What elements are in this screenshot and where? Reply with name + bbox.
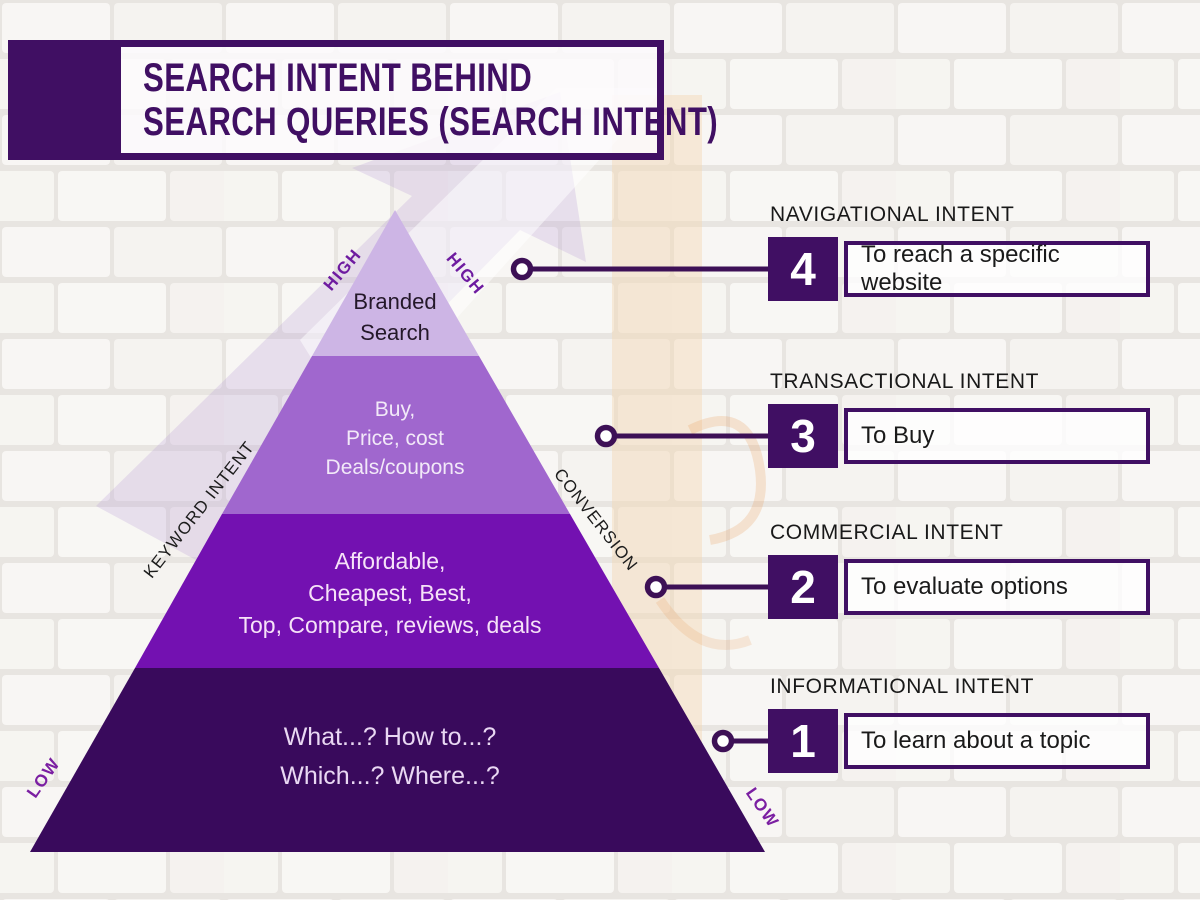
pyramid-level-informational-shape bbox=[30, 668, 765, 852]
callout-box-transactional: 3 To Buy bbox=[768, 404, 1150, 468]
callout-header-commercial: COMMERCIAL INTENT bbox=[770, 521, 1004, 544]
connector-dot-3 bbox=[594, 424, 618, 448]
callout-informational: INFORMATIONAL INTENT 1 To learn about a … bbox=[768, 676, 1150, 773]
level-text-line: Affordable, bbox=[334, 548, 446, 574]
watermark-orange-curve bbox=[687, 416, 766, 545]
title-box: SEARCH INTENT BEHIND SEARCH QUERIES (SEA… bbox=[8, 40, 718, 160]
pyramid-level-informational-text: What...? How to...? Which...? Where...? bbox=[240, 718, 540, 796]
level-text-line: Cheapest, Best, bbox=[308, 580, 472, 606]
title-line-1: SEARCH INTENT BEHIND bbox=[143, 56, 533, 100]
level-text-line: Deals/coupons bbox=[325, 456, 465, 479]
level-text-line: Top, Compare, reviews, deals bbox=[238, 612, 542, 638]
level-text-line: Buy, bbox=[374, 398, 416, 421]
pyramid-level-branded-text: Branded Search bbox=[295, 286, 495, 348]
connector-dot-2 bbox=[644, 575, 668, 599]
callout-box-commercial: 2 To evaluate options bbox=[768, 555, 1150, 619]
level-text-line: What...? How to...? bbox=[283, 723, 497, 751]
connector-dot-1 bbox=[711, 729, 735, 753]
callout-commercial: COMMERCIAL INTENT 2 To evaluate options bbox=[768, 522, 1150, 619]
callout-header-transactional: TRANSACTIONAL INTENT bbox=[770, 370, 1040, 393]
pyramid-level-transactional-text: Buy, Price, cost Deals/coupons bbox=[275, 395, 515, 482]
pyramid-level-transactional-shape bbox=[222, 356, 570, 514]
callout-description: To Buy bbox=[844, 408, 1150, 464]
title-line-2: SEARCH QUERIES (SEARCH INTENT) bbox=[143, 100, 719, 144]
callout-number-badge: 1 bbox=[768, 709, 838, 773]
callout-number-badge: 3 bbox=[768, 404, 838, 468]
callout-box-navigational: 4 To reach a specific website bbox=[768, 237, 1150, 301]
connector-dot-4 bbox=[510, 257, 534, 281]
pyramid-level-commercial-text: Affordable, Cheapest, Best, Top, Compare… bbox=[195, 545, 585, 641]
callout-description: To evaluate options bbox=[844, 559, 1150, 615]
watermark-orange-curve-2 bbox=[655, 597, 752, 650]
callout-navigational: NAVIGATIONAL INTENT 4 To reach a specifi… bbox=[768, 204, 1150, 301]
level-text-line: Price, cost bbox=[345, 427, 445, 450]
pyramid-level-commercial-shape bbox=[135, 514, 659, 668]
callout-box-informational: 1 To learn about a topic bbox=[768, 709, 1150, 773]
callout-description: To reach a specific website bbox=[844, 241, 1150, 297]
callout-transactional: TRANSACTIONAL INTENT 3 To Buy bbox=[768, 371, 1150, 468]
level-text-line: Branded bbox=[353, 289, 437, 314]
callout-number-badge: 2 bbox=[768, 555, 838, 619]
page-title: SEARCH INTENT BEHIND SEARCH QUERIES (SEA… bbox=[143, 56, 880, 144]
level-text-line: Which...? Where...? bbox=[280, 762, 500, 790]
callout-description: To learn about a topic bbox=[844, 713, 1150, 769]
level-text-line: Search bbox=[360, 320, 430, 345]
callout-header-informational: INFORMATIONAL INTENT bbox=[770, 675, 1034, 698]
pyramid-level-branded-shape bbox=[312, 210, 479, 356]
callout-header-navigational: NAVIGATIONAL INTENT bbox=[770, 203, 1015, 226]
callout-number-badge: 4 bbox=[768, 237, 838, 301]
